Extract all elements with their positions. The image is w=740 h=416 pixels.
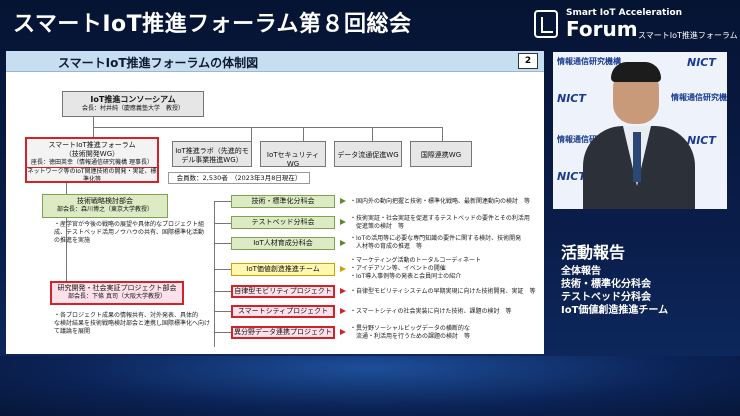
logo-wordmark: Forum: [566, 17, 638, 41]
activity-report-title: 活動報告: [561, 243, 626, 262]
arrow-icon: [340, 308, 346, 314]
strategy-committee-title: 技術戦略検討部会: [77, 197, 133, 205]
background-stage: [0, 356, 740, 416]
project-description: ・異分野ソーシャルビッグデータの横断的な 流通・利活用を行うための課題の検討 等: [350, 325, 471, 341]
wall-org-label: 情報通信研究機構: [557, 57, 621, 66]
consortium-chair: 会長：村井純（慶應義塾大学 教授）: [81, 105, 184, 112]
slide-title: スマートIoT推進フォーラムの体制図: [58, 56, 259, 70]
project-description: ・スマートシティの社会実装に向けた技術、課題の検討 等: [350, 308, 512, 315]
forum-logo: Smart IoT Acceleration Forum スマートIoT推進フォ…: [534, 6, 738, 42]
arrow-icon: [340, 219, 346, 225]
report-item: 全体報告: [561, 266, 601, 277]
wall-brand-label: NICT: [687, 56, 716, 69]
logo-subtitle: スマートIoT推進フォーラム: [638, 31, 738, 40]
speaker-tie: [633, 132, 641, 182]
arrow-icon: [340, 240, 346, 246]
project-data: 異分野データ連携プロジェクト: [231, 326, 335, 339]
arrow-icon: [340, 266, 346, 272]
forum-box: スマートIoT推進フォーラム （技術開発WG） 座長：徳田英幸（情報通信研究機構…: [25, 137, 159, 183]
committee-description: ・IoTの活用等に必要な専門知識の要件に関する検討、技術開発 人材等の育成の推進…: [350, 235, 522, 251]
connector-line: [442, 127, 443, 141]
project-bullet: な検討結果を技術戦略検討部会と連携し国際標準化へ向け: [54, 320, 211, 327]
committee-value-team: IoT価値創造推進チーム: [231, 263, 335, 276]
strategy-bullet: 成、テストベッド活用ノウハウの共有、国際標準化活動: [54, 229, 205, 236]
forum-box-title: スマートIoT推進フォーラム: [48, 141, 136, 149]
project-committee-chair: 部会長：下條 真司（大阪大学教授）: [68, 292, 166, 300]
project-bullet: ・各プロジェクト成果の情報共有、対外発表、具体的: [54, 312, 199, 319]
connector-line: [214, 311, 231, 312]
wall-brand-label: NICT: [557, 170, 586, 183]
wall-org-label: 情報通信研究機構: [671, 93, 727, 102]
connector-line: [251, 127, 252, 141]
forum-box-chair: 座長：徳田英幸（情報通信研究機構 理事長）: [31, 158, 153, 166]
report-item: テストベッド分科会: [561, 292, 651, 303]
connector-line: [214, 291, 231, 292]
project-committee-title: 研究開発・社会実証プロジェクト部会: [57, 284, 177, 292]
wg-box-international: 国際連携WG: [410, 141, 472, 167]
committee-hr: IoT人材育成分科会: [231, 237, 335, 250]
report-item: 技術・標準化分科会: [561, 279, 651, 290]
project-smartcity: スマートシティプロジェクト: [231, 305, 335, 318]
connector-line: [93, 115, 94, 137]
strategy-committee-box: 技術戦略検討部会 部会長：森川博之（東京大学教授）: [42, 194, 168, 218]
strategy-bullet: の推進を実施: [54, 237, 91, 244]
logo-mark-icon: [534, 10, 558, 38]
arrow-icon: [340, 329, 346, 335]
connector-line: [214, 223, 231, 224]
member-count: 会員数：2,530者 （2023年3月8日現在）: [168, 172, 310, 184]
forum-box-subtitle: （技術開発WG）: [64, 149, 120, 158]
consortium-title: IoT推進コンソーシアム: [90, 95, 176, 104]
consortium-box: IoT推進コンソーシアム 会長：村井純（慶應義塾大学 教授）: [62, 91, 204, 117]
strategy-committee-chair: 部会長：森川博之（東京大学教授）: [56, 205, 153, 213]
strategy-bullet: ・産学官が今後の戦略の展望や具体的なプロジェクト組: [54, 221, 205, 228]
committee-standardization: 技術・標準化分科会: [231, 195, 335, 208]
connector-line: [93, 127, 443, 128]
wall-brand-label: NICT: [557, 92, 586, 105]
project-mobility: 自律型モビリティプロジェクト: [231, 285, 335, 298]
connector-line: [214, 269, 231, 270]
forum-title: スマートIoT推進フォーラム第８回総会: [13, 12, 412, 37]
report-item: IoT価値創造推進チーム: [561, 305, 669, 316]
speaker-video: 情報通信研究機構 NICT 情報通信研究機構 NICT NICT 情報通信研究機…: [553, 52, 727, 209]
committee-description: ・マーケティング活動のトータルコーディネート ・アイデアソン等、イベントの開催 …: [350, 257, 481, 281]
committee-description: ・技術実証・社会実証を促進するテストベッドの要件とその利活用 促進策の検討 等: [350, 215, 530, 231]
connector-line: [303, 127, 304, 141]
slide-header: スマートIoT推進フォーラムの体制図 2: [6, 51, 544, 72]
wall-brand-label: NICT: [687, 134, 716, 147]
connector-line: [214, 243, 231, 244]
speaker-hair: [611, 62, 661, 82]
connector-line: [214, 201, 231, 202]
wg-box-security: IoTセキュリティWG: [260, 141, 326, 167]
connector-line: [372, 127, 373, 141]
wall-org-label: 情報通信研究機構: [557, 135, 621, 144]
committee-testbed: テストベッド分科会: [231, 216, 335, 229]
slide-page-number: 2: [518, 53, 538, 69]
forum-box-note: ネットワーク等のIoT関連技術の開発・実証、標準化等: [27, 167, 157, 183]
presentation-slide: スマートIoT推進フォーラムの体制図 2 IoT推進コンソーシアム 会長：村井純…: [6, 51, 544, 354]
connector-line: [66, 183, 67, 291]
arrow-icon: [340, 198, 346, 204]
arrow-icon: [340, 288, 346, 294]
project-description: ・自律型モビリティシステムの早期実現に向けた技術開発、実証 等: [350, 288, 536, 295]
project-bullet: て議論を展開: [54, 328, 91, 335]
connector-line: [214, 201, 215, 347]
wg-box-data: データ流通促進WG: [334, 141, 402, 167]
logo-tagline: Smart IoT Acceleration: [566, 8, 683, 18]
connector-line: [214, 332, 231, 333]
project-committee-box: 研究開発・社会実証プロジェクト部会 部会長：下條 真司（大阪大学教授）: [50, 281, 184, 305]
committee-description: ・国内外の動向把握と技術・標準化戦略、最新関連動向の検討 等: [350, 198, 531, 205]
wg-box-lab: IoT推進ラボ（先進的モデル事業推進WG）: [172, 141, 252, 167]
